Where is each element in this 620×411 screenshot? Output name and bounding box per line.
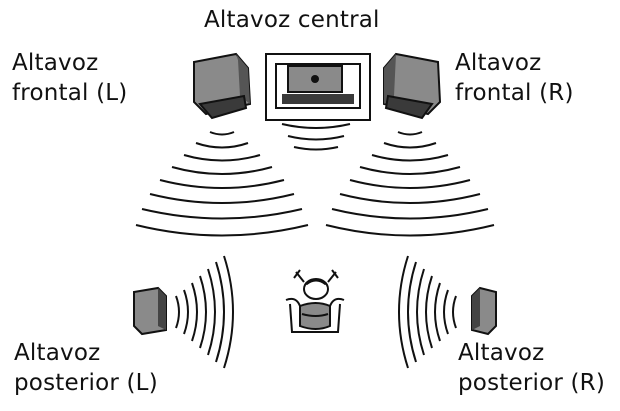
- rear-left-label-line-1: Altavoz: [14, 340, 101, 366]
- front-right-sound-waves: [325, 131, 495, 237]
- rear-left-sound-waves: [175, 255, 234, 369]
- rear-left-label-line-2: posterior (L): [14, 370, 158, 396]
- front-left-speaker-label: Altavoz frontal (L): [12, 48, 127, 108]
- center-speaker-icon: [265, 53, 371, 121]
- rear-left-speaker-label: Altavoz posterior (L): [14, 338, 158, 398]
- center-speaker-label-text: Altavoz central: [204, 7, 380, 33]
- front-right-speaker-label: Altavoz frontal (R): [455, 48, 574, 108]
- rear-right-sound-waves: [398, 255, 457, 369]
- front-right-label-line-2: frontal (R): [455, 80, 574, 106]
- center-sound-waves: [281, 123, 351, 151]
- front-left-label-line-1: Altavoz: [12, 50, 99, 76]
- front-right-speaker-icon: [383, 52, 442, 120]
- center-speaker-label: Altavoz central: [204, 5, 380, 35]
- rear-right-label-line-1: Altavoz: [458, 340, 545, 366]
- front-left-label-line-2: frontal (L): [12, 80, 128, 106]
- front-left-speaker-icon: [193, 52, 252, 120]
- rear-right-label-line-2: posterior (R): [458, 370, 606, 396]
- rear-right-speaker-label: Altavoz posterior (R): [458, 338, 605, 398]
- rear-left-speaker-icon: [133, 286, 167, 336]
- front-left-sound-waves: [135, 131, 309, 237]
- front-right-label-line-1: Altavoz: [455, 50, 542, 76]
- rear-right-speaker-icon: [471, 286, 497, 336]
- listener-icon: [285, 269, 345, 333]
